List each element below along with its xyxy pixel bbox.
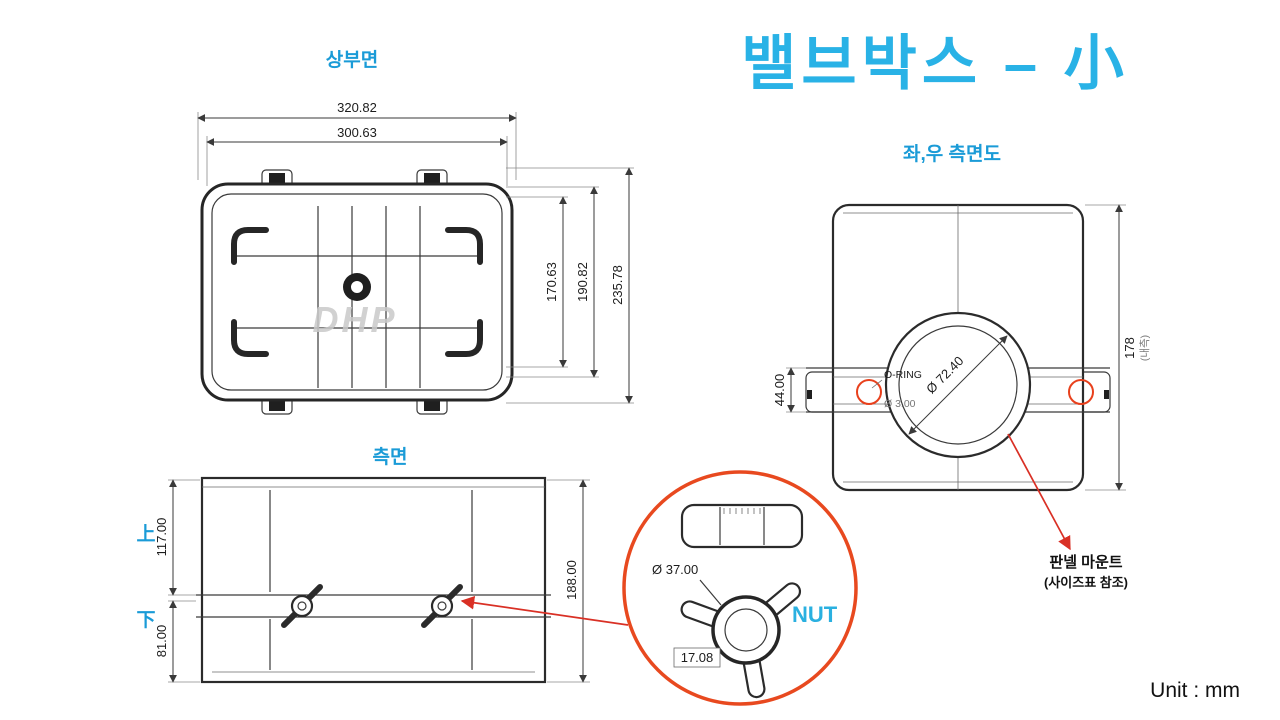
top-view: 상부면 320.82 300.63 xyxy=(197,49,634,415)
dim-height-1: 170.63 xyxy=(544,262,559,302)
top-view-width-dims: 320.82 300.63 xyxy=(197,100,517,186)
oring-highlight-right xyxy=(1068,379,1094,405)
side-body xyxy=(196,476,551,684)
dim-inner-height-note: (내측) xyxy=(1139,335,1151,361)
oring-diameter: Ø 3.00 xyxy=(884,398,916,410)
wing-nut-right xyxy=(421,584,463,628)
dim-inner-width: 300.63 xyxy=(337,125,377,140)
dim-inner-height: 178 xyxy=(1122,337,1137,359)
dim-height-2: 190.82 xyxy=(575,262,590,302)
nut-front-view xyxy=(680,582,802,699)
unit-note: Unit : mm xyxy=(1150,679,1240,702)
detail-bubble xyxy=(622,470,858,706)
dim-upper: 117.00 xyxy=(154,518,169,557)
oring-highlight-left xyxy=(856,379,882,405)
lr-body: Ø 72.40 O-RING Ø 3.00 xyxy=(805,203,1111,492)
nut-dims: Ø 37.00 17.08 xyxy=(652,562,722,668)
side-view: 측면 xyxy=(136,446,590,684)
panel-mount-callout: 판넬 마운트 (사이즈표 참조) xyxy=(1007,433,1128,590)
label-down: 下 xyxy=(136,610,155,631)
side-left-dims: 上 下 117.00 81.00 xyxy=(136,479,200,683)
dim-outer-width: 320.82 xyxy=(337,100,377,115)
side-view-label: 측면 xyxy=(373,446,408,468)
label-up: 上 xyxy=(136,523,155,545)
top-view-label: 상부면 xyxy=(326,49,378,71)
nut-callout-arrow xyxy=(460,596,629,626)
lr-side-view: 좌,우 측면도 Ø 72.40 xyxy=(772,143,1151,590)
nut-label: NUT xyxy=(792,602,838,627)
page-title: 밸브박스 – 小 xyxy=(741,30,1129,97)
lr-height-dim: 178 (내측) xyxy=(1085,204,1151,491)
lr-flange-dim: 44.00 xyxy=(772,367,806,413)
panel-mount-label-line1: 판넬 마운트 xyxy=(1049,554,1122,571)
lr-view-label: 좌,우 측면도 xyxy=(903,143,1001,165)
dim-nut-height: 17.08 xyxy=(681,650,714,665)
dim-lower: 81.00 xyxy=(154,625,169,658)
wing-nut-left xyxy=(281,584,323,628)
dim-flange: 44.00 xyxy=(772,374,787,407)
dim-total-height: 188.00 xyxy=(564,560,579,600)
nut-detail: Ø 37.00 17.08 NUT xyxy=(460,470,858,706)
nut-side-profile xyxy=(680,503,804,549)
oring-label: O-RING xyxy=(884,369,922,381)
dim-height-3: 235.78 xyxy=(610,265,625,305)
side-right-dim: 188.00 xyxy=(547,479,590,683)
brand-watermark: DHP xyxy=(312,299,397,340)
top-view-height-dims: 170.63 190.82 235.78 xyxy=(506,167,634,404)
panel-mount-label-line2: (사이즈표 참조) xyxy=(1044,575,1128,590)
top-view-body: DHP xyxy=(200,169,514,415)
dim-nut-diameter: Ø 37.00 xyxy=(652,562,698,577)
